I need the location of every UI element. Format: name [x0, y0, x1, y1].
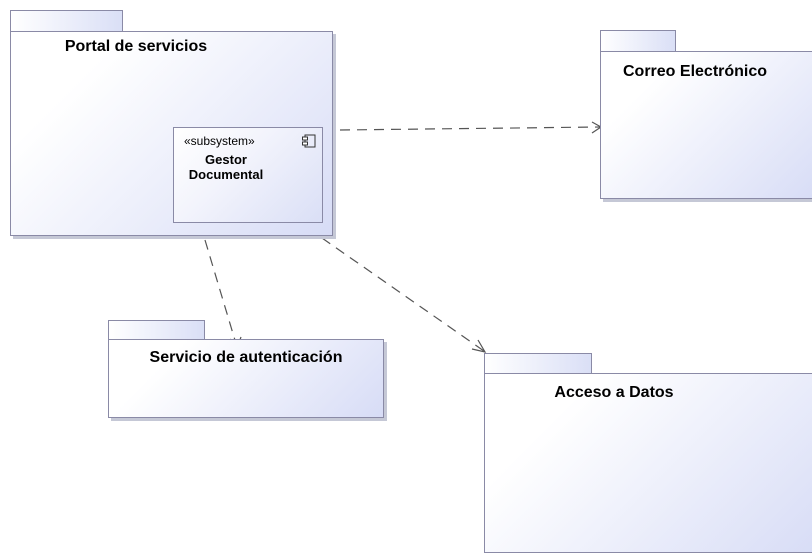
package-title-acceso: Acceso a Datos — [554, 384, 674, 401]
package-tab-autenticacion — [108, 320, 205, 340]
component-name: Gestor Documental — [186, 152, 266, 182]
package-tab-portal — [10, 10, 123, 32]
package-correo[interactable]: Correo Electrónico — [600, 51, 812, 199]
package-title-portal: Portal de servicios — [64, 38, 208, 55]
package-title-correo: Correo Electrónico — [623, 63, 768, 80]
dependency-portal-acceso[interactable] — [321, 237, 485, 352]
component-name-line1: Gestor — [205, 152, 247, 167]
component-stereotype: «subsystem» — [184, 134, 255, 148]
package-autenticacion[interactable]: Servicio de autenticación — [108, 339, 384, 418]
package-title-autenticacion: Servicio de autenticación — [149, 349, 343, 366]
dependency-portal-autenticacion[interactable] — [204, 239, 238, 348]
dependency-portal-correo[interactable] — [339, 126, 601, 131]
component-gestor-documental[interactable]: «subsystem» Gestor Documental — [173, 127, 323, 223]
package-tab-acceso — [484, 353, 592, 374]
component-name-line2: Documental — [188, 167, 264, 182]
arrowhead-acceso — [471, 339, 487, 353]
package-acceso[interactable]: Acceso a Datos — [484, 373, 812, 553]
component-icon — [302, 134, 316, 148]
package-tab-correo — [600, 30, 676, 52]
